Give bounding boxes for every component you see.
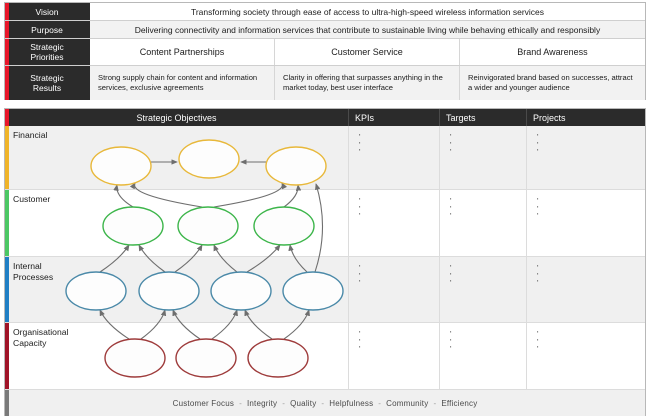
targets-cell-financial bbox=[440, 126, 527, 189]
projects-cell-organisational-capacity bbox=[527, 323, 645, 389]
purpose-cell-wrap: Delivering connectivity and information … bbox=[90, 21, 645, 38]
table-row-strategic-priorities: Strategic Priorities Content Partnership… bbox=[5, 39, 645, 66]
perspective-row-internal-processes: Internal Processes bbox=[5, 257, 645, 323]
kpis-cell-organisational-capacity bbox=[349, 323, 440, 389]
row-label-purpose: Purpose bbox=[5, 21, 90, 38]
project-bullet-list bbox=[537, 328, 645, 351]
project-bullet-list bbox=[537, 195, 645, 218]
column-header-kpis: KPIs bbox=[349, 109, 440, 126]
kpis-cell-customer bbox=[349, 190, 440, 256]
projects-cell-financial bbox=[527, 126, 645, 189]
perspective-label-customer-line1: Customer bbox=[13, 194, 51, 204]
result-cell-1: Strong supply chain for content and info… bbox=[90, 66, 275, 100]
vision-statement: Transforming society through ease of acc… bbox=[190, 6, 545, 17]
kpis-cell-financial bbox=[349, 126, 440, 189]
row-label-results-line1: Strategic bbox=[30, 73, 64, 83]
values-strip bbox=[5, 390, 9, 416]
perspective-label-internal-line2: Processes bbox=[13, 271, 54, 282]
perspective-label-organisational-capacity: Organisational Capacity bbox=[13, 327, 348, 348]
targets-cell-customer bbox=[440, 190, 527, 256]
project-bullet-list bbox=[537, 262, 645, 285]
objectives-cell-financial: Financial bbox=[5, 126, 349, 189]
kpi-bullet-list bbox=[359, 262, 439, 285]
result-cell-2: Clarity in offering that surpasses anyth… bbox=[275, 66, 460, 100]
perspective-label-internal-processes: Internal Processes bbox=[13, 261, 348, 282]
row-label-strategic-results: Strategic Results bbox=[5, 66, 90, 100]
organisational-value: Community bbox=[386, 398, 429, 408]
objectives-cell-internal-processes: Internal Processes bbox=[5, 257, 349, 322]
kpis-cell-internal-processes bbox=[349, 257, 440, 322]
organisational-value: Helpfulness bbox=[329, 398, 374, 408]
perspective-strip-organisational-capacity bbox=[5, 323, 9, 389]
perspective-label-organisational-line1: Organisational bbox=[13, 327, 69, 337]
row-label-results-line2: Results bbox=[32, 83, 62, 93]
map-column-headers: Strategic Objectives KPIs Targets Projec… bbox=[5, 109, 645, 126]
value-separator: - bbox=[282, 398, 286, 408]
perspective-row-financial: Financial bbox=[5, 126, 645, 190]
targets-cell-internal-processes bbox=[440, 257, 527, 322]
perspective-strip-customer bbox=[5, 190, 9, 256]
value-separator: - bbox=[378, 398, 382, 408]
perspective-label-customer: Customer bbox=[13, 194, 348, 205]
organisational-value: Customer Focus bbox=[172, 398, 235, 408]
organisational-value: Quality bbox=[290, 398, 317, 408]
column-header-projects: Projects bbox=[533, 112, 566, 123]
purpose-statement: Delivering connectivity and information … bbox=[134, 24, 601, 35]
target-bullet-list bbox=[450, 131, 526, 154]
objectives-cell-customer: Customer bbox=[5, 190, 349, 256]
perspective-row-organisational-capacity: Organisational Capacity bbox=[5, 323, 645, 390]
row-label-purpose-text: Purpose bbox=[31, 24, 63, 35]
priority-cell-2: Customer Service bbox=[275, 39, 460, 65]
row-label-priorities-line2: Priorities bbox=[30, 52, 64, 62]
strategy-map-table: Strategic Objectives KPIs Targets Projec… bbox=[4, 108, 646, 416]
perspective-label-internal-line1: Internal bbox=[13, 261, 42, 271]
table-row-strategic-results: Strategic Results Strong supply chain fo… bbox=[5, 66, 645, 100]
strategy-header-table: Vision Transforming society through ease… bbox=[4, 2, 646, 100]
objectives-cell-organisational-capacity: Organisational Capacity bbox=[5, 323, 349, 389]
results-cell-wrap: Strong supply chain for content and info… bbox=[90, 66, 645, 100]
target-bullet-list bbox=[450, 328, 526, 351]
perspective-row-customer: Customer bbox=[5, 190, 645, 257]
project-bullet-list bbox=[537, 131, 645, 154]
target-bullet-list bbox=[450, 262, 526, 285]
column-header-targets: Targets bbox=[440, 109, 527, 126]
row-label-priorities-line1: Strategic bbox=[30, 42, 64, 52]
vision-cell-wrap: Transforming society through ease of acc… bbox=[90, 3, 645, 20]
perspective-label-financial-line1: Financial bbox=[13, 130, 48, 140]
organisational-value: Integrity bbox=[246, 398, 278, 408]
kpi-bullet-list bbox=[359, 195, 439, 218]
value-separator: - bbox=[321, 398, 325, 408]
kpi-bullet-list bbox=[359, 328, 439, 351]
perspective-strip-financial bbox=[5, 126, 9, 189]
projects-cell-internal-processes bbox=[527, 257, 645, 322]
table-row-vision: Vision Transforming society through ease… bbox=[5, 3, 645, 21]
column-header-strategic-objectives: Strategic Objectives bbox=[5, 109, 349, 126]
kpi-bullet-list bbox=[359, 131, 439, 154]
organisational-value: Efficiency bbox=[441, 398, 478, 408]
perspective-strip-internal-processes bbox=[5, 257, 9, 322]
row-label-strategic-priorities: Strategic Priorities bbox=[5, 39, 90, 65]
row-label-vision-text: Vision bbox=[35, 6, 59, 17]
perspective-label-organisational-line2: Capacity bbox=[13, 337, 47, 348]
priority-cell-3: Brand Awareness bbox=[517, 47, 588, 57]
projects-cell-customer bbox=[527, 190, 645, 256]
target-bullet-list bbox=[450, 195, 526, 218]
priority-cell-1: Content Partnerships bbox=[90, 39, 275, 65]
value-separator: - bbox=[433, 398, 437, 408]
table-row-purpose: Purpose Delivering connectivity and info… bbox=[5, 21, 645, 39]
organisational-values-list: Customer Focus-Integrity-Quality-Helpful… bbox=[5, 390, 645, 416]
value-separator: - bbox=[239, 398, 242, 408]
perspective-label-financial: Financial bbox=[13, 130, 348, 141]
priorities-cell-wrap: Content Partnerships Customer Service Br… bbox=[90, 39, 645, 65]
row-label-vision: Vision bbox=[5, 3, 90, 20]
targets-cell-organisational-capacity bbox=[440, 323, 527, 389]
values-row: Customer Focus-Integrity-Quality-Helpful… bbox=[5, 390, 645, 416]
result-cell-3: Reinvigorated brand based on successes, … bbox=[467, 72, 633, 93]
